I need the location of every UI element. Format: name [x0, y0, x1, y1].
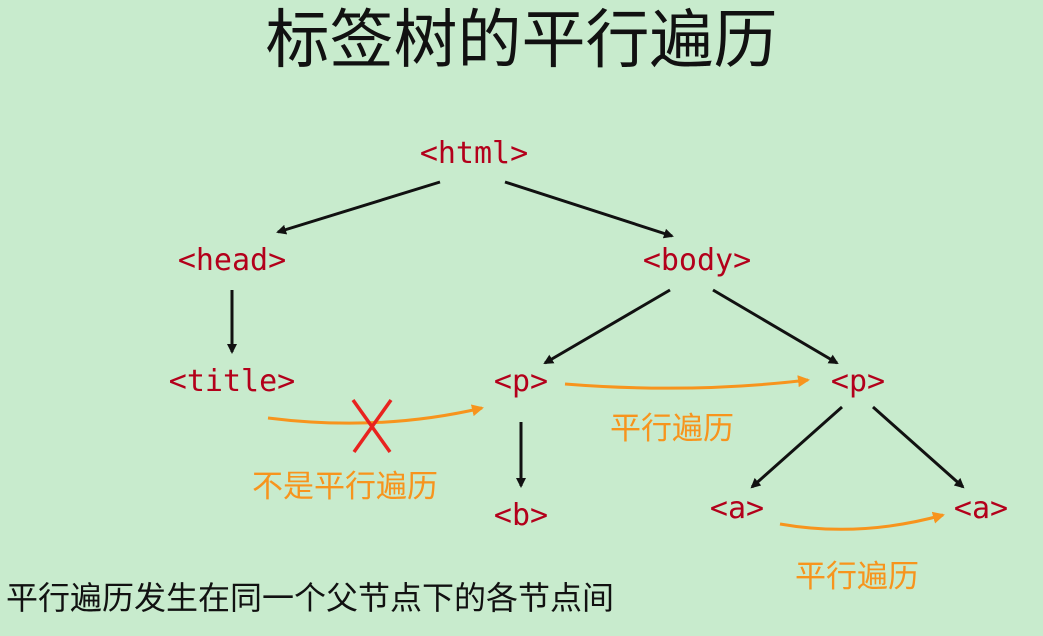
node-p2: <p> [830, 364, 886, 399]
arrow-parallel-p [564, 375, 810, 390]
edge-body-p1 [543, 288, 671, 365]
label-parallel-2: 平行遍历 [795, 559, 919, 595]
edge-p2-a2 [872, 405, 965, 489]
node-head: <head> [177, 243, 287, 278]
label-parallel-1: 平行遍历 [610, 411, 734, 447]
node-a2: <a> [953, 491, 1009, 526]
label-not-parallel: 不是平行遍历 [252, 469, 438, 505]
node-p1: <p> [493, 364, 549, 399]
edge-p2-a1 [750, 405, 843, 489]
node-title: <title> [168, 364, 296, 399]
edge-html-body [504, 180, 674, 239]
arrow-parallel-a [779, 511, 945, 531]
footer-note: 平行遍历发生在同一个父节点下的各节点间 [6, 579, 615, 617]
node-body: <body> [642, 243, 752, 278]
node-html: <html> [419, 136, 529, 171]
node-a1: <a> [709, 491, 765, 526]
edge-html-head [276, 180, 441, 235]
node-b: <b> [493, 498, 549, 533]
edge-body-p2 [712, 288, 839, 365]
arrow-not-parallel [267, 404, 484, 425]
x-cross-icon [351, 398, 393, 454]
page-title: 标签树的平行遍历 [265, 4, 778, 78]
